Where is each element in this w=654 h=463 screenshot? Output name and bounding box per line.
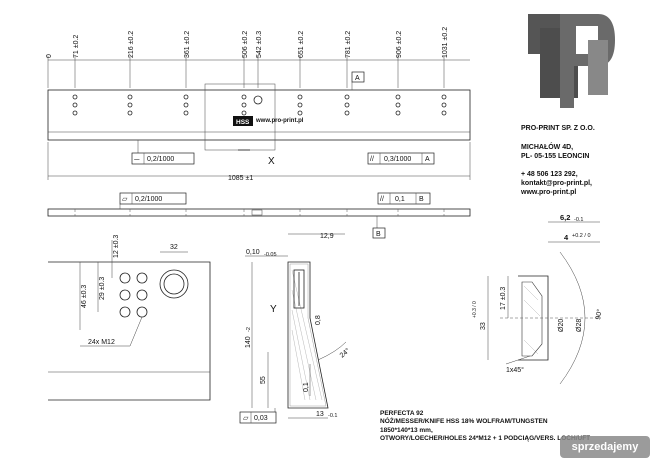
thread-note: 24x M12: [88, 339, 115, 346]
dim-4: 4: [564, 233, 569, 242]
dim-33-tol: +0.3 / 0: [472, 301, 478, 318]
note-model: PERFECTA 92: [380, 410, 424, 417]
dim-71: 71 ±0.2: [73, 35, 80, 58]
company-email: kontakt@pro-print.pl,: [521, 180, 592, 187]
dim-506: 506 ±0.2: [242, 31, 249, 58]
tol-parallel: 0,1: [395, 196, 405, 203]
tol-flat-003: 0,03: [254, 415, 268, 422]
sprzedajemy-watermark: sprzedajemy: [560, 436, 650, 458]
dim-651: 651 ±0.2: [298, 31, 305, 58]
dim-dia-20: Ø20: [558, 319, 565, 332]
svg-text:▱: ▱: [122, 196, 128, 203]
company-phone: + 48 506 123 292,: [521, 171, 578, 178]
overall-length: 1085 ±1: [228, 175, 253, 182]
knife-side-view: ▱ 0,2/1000 // 0,1 B B: [47, 192, 471, 239]
dim-216: 216 ±0.2: [128, 31, 135, 58]
dim-781: 781 ±0.2: [345, 31, 352, 58]
dim-17: 17 ±0.3: [500, 287, 507, 310]
mounting-holes: [72, 94, 447, 116]
datum-a-ref: A: [425, 156, 430, 163]
dim-906: 906 ±0.2: [396, 31, 403, 58]
tol-left: 0,2/1000: [147, 156, 174, 163]
dim-0-8: 0,8: [315, 315, 322, 325]
dim-46: 46 ±0.3: [81, 285, 88, 308]
dim-140: 140: [245, 336, 252, 348]
dim-55: 55: [260, 376, 267, 384]
detail-hole-pattern: 32 12 ±0.3 29 ±0.3 46 ±0.3 24x M12: [48, 235, 211, 401]
dim-0-1: 0,1: [303, 382, 310, 392]
pro-print-logo: [528, 14, 615, 108]
dim-angle-24: 24°: [338, 346, 351, 359]
svg-text://: //: [370, 156, 374, 163]
tol-flatness: 0,2/1000: [135, 196, 162, 203]
dim-13: 13: [316, 411, 324, 418]
top-dimension-chain: 0 71 ±0.2 216 ±0.2 361 ±0.2 506 ±0.2 542…: [46, 27, 470, 88]
dim-dia-28: Ø28: [576, 319, 583, 332]
hss-web: www.pro-print.pl: [255, 118, 304, 124]
hss-mark: HSS: [236, 119, 250, 126]
dim-32: 32: [170, 244, 178, 251]
svg-text:▱: ▱: [243, 415, 249, 422]
dim-6-2: 6,2: [560, 213, 570, 222]
dim-1031: 1031 ±0.2: [442, 27, 449, 58]
dim-angle-90: 90°: [594, 308, 604, 320]
part-notes: PERFECTA 92 NÓŻ/MESSER/KNIFE HSS 18% WOL…: [380, 410, 620, 444]
dim-0-10-tol: -0.05: [264, 252, 277, 258]
chamfer-note: 1x45°: [506, 366, 524, 374]
dim-361: 361 ±0.2: [184, 31, 191, 58]
dim-0: 0: [46, 54, 53, 58]
note-size: 1850*140*13 mm,: [380, 426, 433, 434]
title-block: PRO-PRINT SP. Z O.O. MICHAŁÓW 4D, PL- 05…: [521, 124, 651, 197]
dim-140-tol: -2: [246, 327, 252, 332]
svg-text:⏤: ⏤: [134, 156, 140, 163]
detail-countersink: 90° 6,2 -0.1 4 +0.2 / 0 17 ±0.3 33 +0.3 …: [472, 213, 604, 385]
tol-right: 0,3/1000: [384, 156, 411, 163]
view-mark-y: Y: [270, 304, 277, 315]
datum-a-top: A: [355, 75, 360, 82]
dim-6-2-tol: -0.1: [574, 217, 583, 223]
dim-33: 33: [480, 322, 487, 330]
dim-12-9: 12,9: [320, 233, 334, 240]
company-web: www.pro-print.pl: [521, 189, 577, 196]
dim-12: 12 ±0.3: [113, 235, 120, 258]
dim-542: 542 ±0.3: [256, 31, 263, 58]
note-desc: NÓŻ/MESSER/KNIFE HSS 18% WOLFRAM/TUNGSTE…: [380, 418, 548, 426]
section-mark-x: X: [268, 156, 275, 167]
company-name: PRO-PRINT SP. Z O.O.: [521, 125, 595, 132]
svg-text://: //: [380, 196, 384, 203]
dim-13-tol: -0.1: [328, 413, 337, 419]
dim-29: 29 ±0.3: [99, 277, 106, 300]
dim-0-10: 0,10: [246, 249, 260, 256]
company-city: PL- 05-155 LEONCIN: [521, 153, 590, 160]
note-holes: OTWORY/LOECHER/HOLES 24*M12 + 1 PODCIĄG/…: [380, 435, 591, 443]
company-street: MICHAŁÓW 4D,: [521, 144, 574, 151]
datum-b: B: [376, 231, 381, 238]
knife-front-view: HSS www.pro-print.pl X A ⏤ 0,2/1000 // 0…: [47, 71, 471, 182]
datum-b-ref: B: [419, 196, 424, 203]
dim-4-tol: +0.2 / 0: [572, 233, 591, 239]
section-y: 12,9 0,10 -0.05 Y 140 -2 0,8 24° 0,1 55 …: [239, 233, 352, 424]
